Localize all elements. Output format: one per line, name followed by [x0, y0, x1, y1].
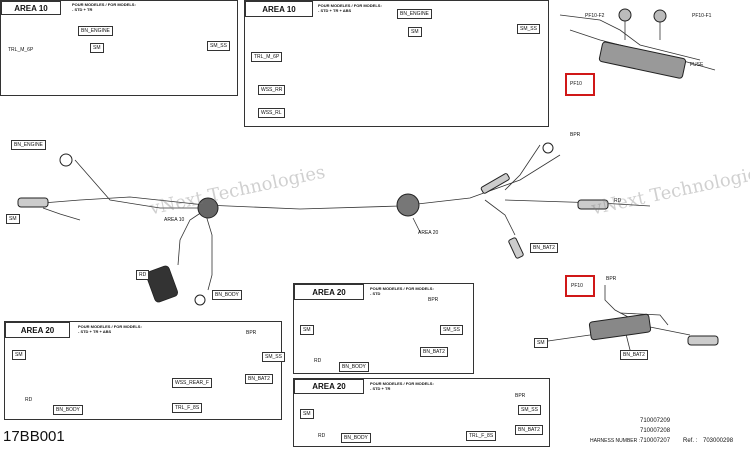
label-bn-body: BN_BODY	[53, 405, 83, 415]
area20-bl-note: POUR MODELES / FOR MODELS: - STD + TR + …	[78, 324, 142, 334]
area20-mt-note: POUR MODELES / FOR MODELS: - STD	[370, 286, 434, 296]
label-bn-body-main: BN_BODY	[212, 290, 242, 300]
label-bn-bat2: BN_BAT2	[420, 347, 448, 357]
label-wss-rr: WSS_RR	[258, 85, 286, 95]
label-sm: SM	[300, 325, 314, 335]
harness-label: HARNESS NUMBER :	[590, 438, 641, 444]
label-sm: SM	[408, 27, 422, 37]
area20-bl-title: AREA 20	[5, 322, 70, 338]
label-rd-right: RD	[614, 198, 622, 204]
area20-mb-note: POUR MODELES / FOR MODELS: - STD + TR	[370, 381, 434, 391]
label-rd: RD	[25, 397, 33, 403]
drawing-code: 17BB001	[3, 428, 65, 445]
label-bn-bat2: BN_BAT2	[245, 374, 273, 384]
label-trl-f-8s: TRL_F_8S	[172, 403, 203, 413]
label-bn-bat2-main: BN_BAT2	[530, 243, 558, 253]
label-pf10: PF10	[570, 81, 582, 87]
label-area20-main: AREA 20	[418, 230, 439, 236]
label-fuse: FUSE	[690, 62, 704, 68]
label-trl-m-6p: TRL_M_6P	[8, 47, 34, 53]
label-wss-rear-f: WSS_REAR_F	[172, 378, 212, 388]
area20-mb-title: AREA 20	[294, 379, 364, 394]
area10-right-title: AREA 10	[245, 1, 313, 17]
label-sm-ss: SM_SS	[207, 41, 230, 51]
label-pf10-bottom: PF10	[571, 283, 583, 289]
label-bn-body: BN_BODY	[341, 433, 371, 443]
label-sm-ss: SM_SS	[518, 405, 541, 415]
label-sm-main: SM	[6, 214, 20, 224]
harness-number-3: 710007207	[640, 438, 671, 444]
label-sm: SM	[90, 43, 104, 53]
label-sm-ss: SM_SS	[517, 24, 540, 34]
label-pf10-f1: PF10-F1	[692, 13, 712, 19]
area10-left-title: AREA 10	[1, 1, 61, 15]
label-rd-main: RD	[136, 270, 150, 280]
fuse-highlight-top	[565, 73, 595, 96]
label-rd: RD	[318, 433, 326, 439]
fuse-highlight-bottom	[565, 275, 595, 297]
harness-number-2: 710007208	[640, 428, 671, 434]
label-bpr: BPR	[428, 297, 439, 303]
label-wss-rl: WSS_RL	[258, 108, 285, 118]
label-rd: RD	[314, 358, 322, 364]
label-trl-m-6p: TRL_M_6P	[251, 52, 283, 62]
label-sm-ss: SM_SS	[440, 325, 463, 335]
harness-number-1: 710007209	[640, 418, 671, 424]
label-bn-bat2-bottom: BN_BAT2	[620, 350, 648, 360]
label-bpr: BPR	[246, 330, 257, 336]
label-area10-main: AREA 10	[164, 217, 185, 223]
label-trl-f-8s: TRL_F_8S	[466, 431, 497, 441]
label-bpr-main: BPR	[570, 132, 581, 138]
label-bn-engine: BN_ENGINE	[78, 26, 113, 36]
label-bpr: BPR	[515, 393, 526, 399]
label-sm: SM	[12, 350, 26, 360]
area10-left-note: POUR MODELES / FOR MODELS: - STD + TR	[72, 2, 136, 12]
area20-mt-title: AREA 20	[294, 284, 364, 300]
area10-right-panel	[244, 0, 549, 127]
label-pf10-f2: PF10-F2	[585, 13, 605, 19]
ref-label: Ref. :	[683, 438, 698, 444]
area10-right-note: POUR MODELES / FOR MODELS: - STD + TR + …	[318, 3, 382, 13]
label-bn-engine: BN_ENGINE	[397, 9, 432, 19]
label-bn-bat2: BN_BAT2	[515, 425, 543, 435]
label-bn-body: BN_BODY	[339, 362, 369, 372]
label-bpr-bottom: BPR	[606, 276, 617, 282]
label-sm-ss: SM_SS	[262, 352, 285, 362]
label-bn-engine-main: BN_ENGINE	[11, 140, 46, 150]
label-sm: SM	[300, 409, 314, 419]
label-sm-bottom: SM	[534, 338, 548, 348]
area10-left-panel	[0, 0, 238, 96]
ref-value: 703000298	[703, 438, 734, 444]
